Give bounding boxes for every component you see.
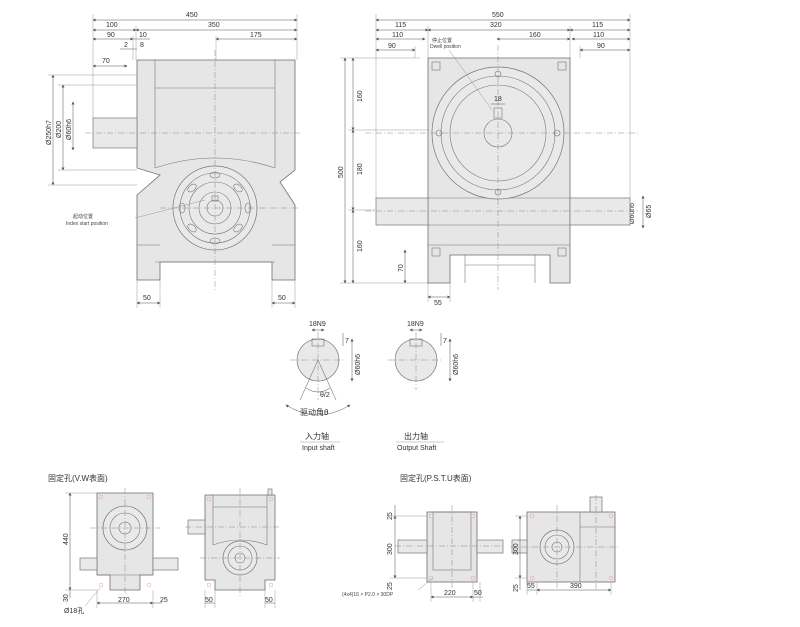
input-shaft-dia: Ø60h6 [355,354,362,375]
index-start-label-cn: 起动位置 [73,213,93,220]
dim-160-lower: 160 [357,240,364,252]
dim-115-right: 115 [592,22,603,29]
dim-90-left: 90 [388,43,396,50]
mounting-holes-vw: 固定孔(V.W表面) 440 30 270 25 Ø18孔 [48,473,280,615]
dim-90: 90 [107,32,115,39]
dim-2: 2 [124,42,128,49]
dim-320: 320 [490,22,502,29]
vw-hole-dia: Ø18孔 [64,607,84,615]
output-shaft-detail: 18N9 7 Ø60h6 出力轴 Output Shaft [388,321,460,452]
pstu-dim-55: 55 [527,583,535,590]
vw-dim-50-a: 50 [205,597,213,604]
dim-110-left: 110 [392,32,403,39]
dim-8: 8 [140,42,144,49]
dim-100: 100 [106,22,118,29]
pstu-dim-25-c: 25 [513,584,520,592]
dim-d60h6-right: Ø60h6 [629,203,636,224]
dim-d60: Ø60h6 [66,119,73,140]
input-key-width: 18N9 [309,321,326,328]
output-key-depth: 7 [443,338,447,345]
pstu-dim-300-a: 300 [387,543,394,555]
dwell-label-en: Dwell position [430,44,461,50]
input-shaft-title-cn: 入力轴 [305,431,329,441]
dim-500: 500 [338,166,345,178]
vw-dim-270: 270 [118,597,130,604]
pstu-dim-220: 220 [444,590,456,597]
dim-110-right: 110 [593,32,604,39]
dim-55: 55 [434,300,442,307]
output-key-width: 18N9 [407,321,424,328]
dim-115-left: 115 [395,22,406,29]
vw-dim-25: 25 [160,597,168,604]
dim-70: 70 [398,264,405,272]
dim-50-right: 50 [278,295,286,302]
dwell-label-cn: 停止位置 [432,37,452,44]
dim-d65: Ø65 [646,205,653,218]
output-shaft-dia: Ø60h6 [453,354,460,375]
dim-180: 180 [357,163,364,175]
dim-70: 70 [102,58,110,65]
dim-10: 10 [139,32,147,39]
dim-160: 160 [529,32,541,39]
dim-d250: Ø250h7 [46,120,53,145]
dim-550: 550 [492,12,504,19]
output-shaft-title-en: Output Shaft [397,445,436,452]
pstu-dim-390: 390 [570,583,582,590]
output-shaft-title-cn: 出力轴 [404,431,428,441]
dim-90-right: 90 [597,43,605,50]
drive-angle-label: 驱动角θ [300,407,329,417]
index-start-label-en: Index start position [66,221,108,227]
mounting-holes-pstu: 固定孔(P.S.T.U表面) 25 300 25 220 50 (4x4)16 [342,473,620,602]
dim-350: 350 [208,22,220,29]
pstu-title: 固定孔(P.S.T.U表面) [400,473,472,483]
vw-dim-30: 30 [63,594,70,602]
input-shaft-detail: 18N9 7 Ø60h6 θ/2 驱动角θ 入力轴 Input shaft [285,321,362,452]
pstu-dim-300-b: 300 [513,543,520,555]
dim-18: 18 [494,96,502,103]
pstu-dim-50: 50 [474,590,482,597]
dim-50-left: 50 [143,295,151,302]
pstu-dim-25-a: 25 [387,512,394,520]
vw-dim-50-b: 50 [265,597,273,604]
pstu-thread-note: (4x4)16 × P2.0 × 30DP [342,592,394,598]
dim-160-upper: 160 [357,90,364,102]
vw-title: 固定孔(V.W表面) [48,473,108,483]
input-half-angle: θ/2 [320,392,330,399]
input-key-depth: 7 [345,338,349,345]
side-view-right: 550 115 320 115 110 160 110 90 90 160 18… [338,12,653,307]
dim-450: 450 [186,12,198,19]
dim-175: 175 [250,32,262,39]
vw-dim-440: 440 [63,533,70,545]
dim-d200: Ø200 [56,121,63,138]
input-shaft-title-en: Input shaft [302,445,335,452]
front-view-left: 450 100 350 90 10 175 2 8 70 Ø250h7 Ø200… [46,12,300,308]
pstu-dim-25-b: 25 [387,582,394,590]
